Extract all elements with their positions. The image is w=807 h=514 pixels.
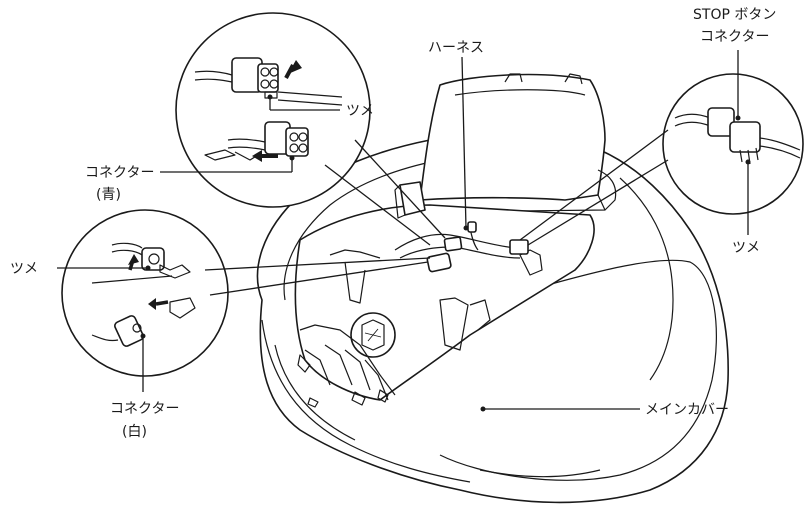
labels: ハーネス STOP ボタン コネクター ツメ コネクター (青) ツメ コネクタ… [10, 7, 776, 440]
label-connector-white-line2: (白) [122, 424, 147, 440]
label-stop-button-line2: コネクター [700, 29, 769, 45]
label-claw-right: ツメ [732, 240, 760, 256]
label-main-cover: メインカバー [645, 402, 729, 418]
label-harness: ハーネス [428, 40, 484, 56]
seat-panel [419, 73, 606, 201]
label-stop-button-line1: STOP ボタン [693, 7, 776, 23]
label-connector-blue-line2: (青) [96, 187, 121, 203]
detail-connector-white [61, 209, 229, 377]
leader-lines [57, 50, 751, 412]
detail-connector-stop [662, 73, 804, 215]
label-connector-white-line1: コネクター [110, 401, 179, 417]
label-claw-top-left: ツメ [346, 103, 374, 119]
label-claw-left: ツメ [10, 261, 38, 277]
mower-body [256, 73, 729, 504]
label-connector-blue-line1: コネクター [85, 165, 154, 181]
